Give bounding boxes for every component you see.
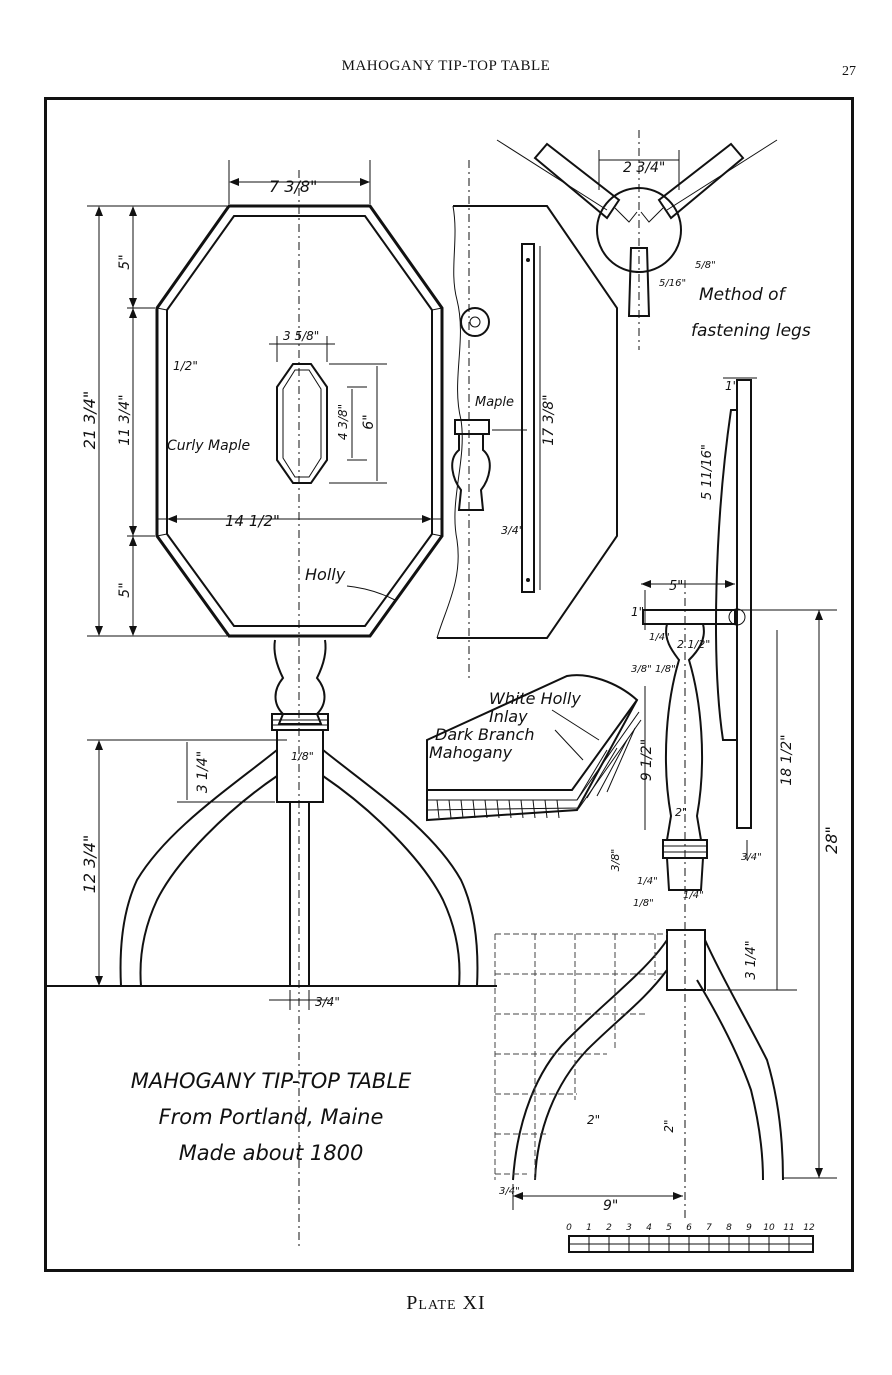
dim-leg-thickness: 3/4" bbox=[315, 995, 340, 1009]
scale-tick: 8 bbox=[726, 1223, 732, 1233]
dim-block-1: 1" bbox=[631, 605, 644, 619]
label-inlay-2: Inlay bbox=[489, 707, 528, 726]
scale-tick: 10 bbox=[763, 1223, 775, 1233]
layout-grid bbox=[494, 933, 667, 1180]
dim-shaft-9-half: 9 1/2" bbox=[639, 739, 655, 781]
dim-foot-3-quarter: 3 1/4" bbox=[744, 940, 759, 979]
dim-panel-inner: 4 3/8" bbox=[336, 404, 350, 440]
label-method-2: fastening legs bbox=[691, 321, 811, 341]
title-line-3: Made about 1800 bbox=[179, 1141, 364, 1165]
dim-low-1-4: 1/4" bbox=[637, 876, 658, 887]
inlay-detail bbox=[426, 674, 642, 822]
scale-tick: 1 bbox=[586, 1223, 592, 1233]
dim-low-1-8: 1/8" bbox=[633, 898, 654, 909]
dim-block-5: 5" bbox=[669, 579, 683, 594]
dim-top-length: 21 3/4" bbox=[80, 391, 99, 450]
dim-base-height: 12 3/4" bbox=[80, 835, 99, 894]
label-inlay-4: Mahogany bbox=[429, 743, 513, 762]
dim-panel-length: 6" bbox=[361, 414, 377, 429]
leg-fastening-detail bbox=[496, 130, 778, 350]
label-curly-maple: Curly Maple bbox=[167, 438, 250, 454]
dim-post-small: 1/8" bbox=[291, 750, 314, 763]
dim-end-top: 5" bbox=[117, 254, 133, 269]
scale-tick: 12 bbox=[803, 1223, 815, 1233]
dim-foot-w: 3/4" bbox=[499, 1186, 520, 1197]
label-inlay-3: Dark Branch bbox=[435, 725, 535, 744]
dim-collar: 3 1/4" bbox=[195, 751, 211, 793]
dim-ring-1-8: 1/8" bbox=[655, 664, 676, 675]
holly-leader bbox=[346, 585, 396, 601]
dim-dovetail-a: 5/8" bbox=[695, 260, 716, 271]
scale-bar bbox=[568, 1235, 814, 1253]
scale-tick: 3 bbox=[626, 1223, 632, 1233]
dim-height-28: 28" bbox=[822, 826, 841, 854]
drawing: MAHOGANY TIP-TOP TABLE From Portland, Ma… bbox=[47, 130, 841, 1253]
dim-tilt-5-11-16: 5 11/16" bbox=[700, 444, 715, 500]
dim-grid-2-v: 2" bbox=[662, 1119, 676, 1132]
scale-tick: 11 bbox=[783, 1223, 794, 1233]
top-view-dimensions bbox=[87, 160, 432, 637]
pedestal-dimensions bbox=[87, 739, 329, 1010]
dim-rail-length: 17 3/8" bbox=[541, 394, 557, 445]
dim-panel-width: 3 5/8" bbox=[283, 329, 319, 343]
plate-frame: MAHOGANY TIP-TOP TABLE From Portland, Ma… bbox=[44, 97, 854, 1272]
running-head: MAHOGANY TIP-TOP TABLE bbox=[341, 58, 551, 74]
dim-low-3-8: 3/8" bbox=[609, 849, 622, 872]
dim-shaft-2: 2" bbox=[675, 806, 687, 819]
dim-end-bottom: 5" bbox=[117, 582, 133, 597]
dim-dovetail-b: 5/16" bbox=[659, 278, 686, 289]
scale-tick: 7 bbox=[706, 1223, 712, 1233]
dim-top-width: 7 3/8" bbox=[269, 177, 317, 196]
side-section bbox=[436, 160, 618, 680]
scale-tick: 6 bbox=[686, 1223, 692, 1233]
dim-tilt-1: 1" bbox=[725, 379, 738, 393]
label-holly: Holly bbox=[305, 565, 346, 584]
title-line-1: MAHOGANY TIP-TOP TABLE bbox=[131, 1069, 412, 1093]
dim-rail-18-half: 18 1/2" bbox=[779, 734, 795, 785]
scale-tick: 2 bbox=[606, 1223, 612, 1233]
plate-caption: Plate XI bbox=[406, 1292, 486, 1314]
scale-tick: 4 bbox=[646, 1223, 652, 1233]
scale-tick: 5 bbox=[666, 1223, 672, 1233]
title-line-2: From Portland, Maine bbox=[159, 1105, 384, 1129]
dim-low-1-4-b: 1/4" bbox=[683, 890, 704, 901]
pedestal-front bbox=[47, 639, 497, 987]
dim-border-half: 1/2" bbox=[173, 359, 198, 373]
scale-tick: 9 bbox=[746, 1223, 752, 1233]
dim-spread-9: 9" bbox=[603, 1198, 618, 1214]
top-view bbox=[155, 170, 444, 1250]
dim-bracket-top: 2 3/4" bbox=[623, 160, 665, 176]
side-elevation-dimensions bbox=[512, 377, 837, 1210]
label-maple: Maple bbox=[475, 395, 514, 410]
dim-ring-3-8: 3/8" bbox=[631, 664, 652, 675]
dim-rail-w: 3/4" bbox=[501, 524, 524, 537]
side-elevation bbox=[512, 379, 784, 1220]
dim-rail-bottom: 3/4" bbox=[741, 852, 762, 863]
dim-grid-2-h: 2" bbox=[587, 1113, 600, 1127]
dim-block-2-half: 2 1/2" bbox=[677, 638, 710, 651]
dim-full-width: 14 1/2" bbox=[225, 512, 280, 530]
dim-block-quarter: 1/4" bbox=[649, 632, 670, 643]
label-method-1: Method of bbox=[699, 285, 788, 305]
dim-center-length: 11 3/4" bbox=[117, 394, 133, 445]
label-inlay-1: White Holly bbox=[489, 689, 581, 708]
page-number: 27 bbox=[842, 64, 856, 79]
scale-tick: 0 bbox=[566, 1223, 572, 1233]
